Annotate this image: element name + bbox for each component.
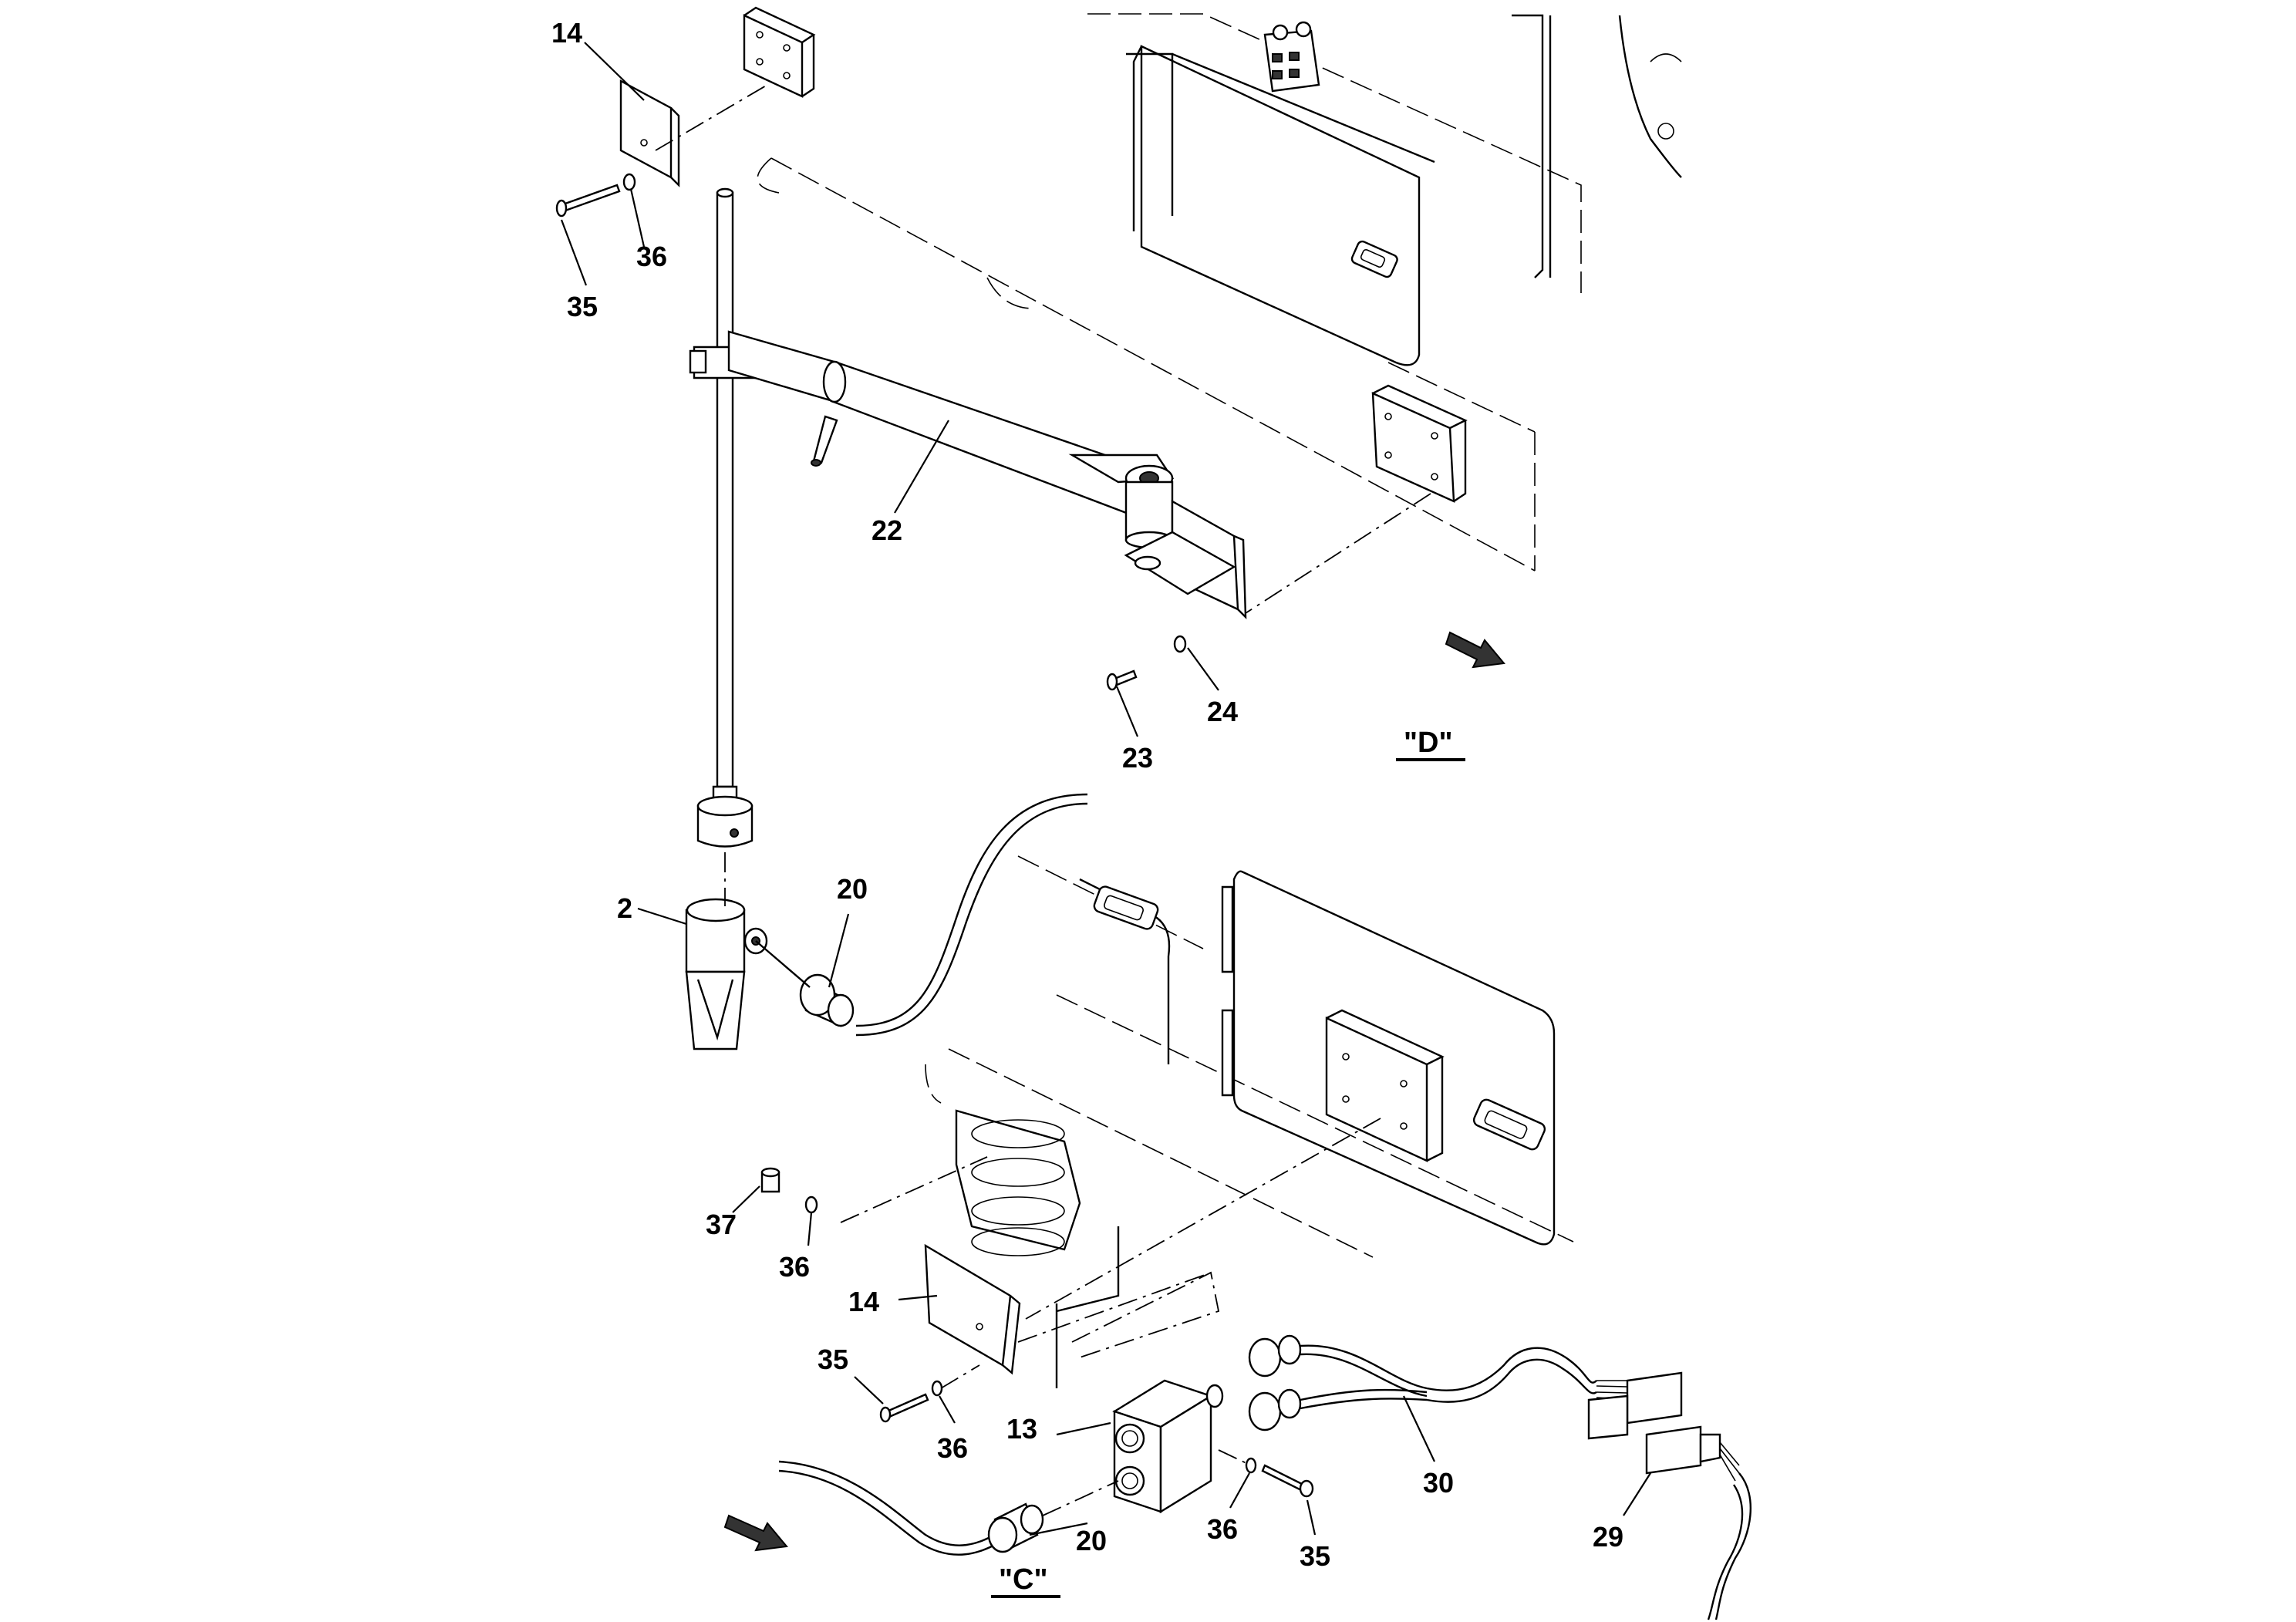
mount-bracket-top [743, 6, 816, 98]
assembly-line-low-4 [940, 1364, 980, 1389]
connector-block-top [1263, 21, 1320, 93]
mounting-plate-part-14-top [619, 79, 680, 187]
view-direction-arrow-icon [723, 1514, 788, 1552]
callout-24: 24 [1207, 696, 1238, 727]
callout-29: 29 [1593, 1521, 1623, 1553]
callout-36-top: 36 [636, 241, 667, 272]
side-panel-low [1221, 870, 1556, 1246]
view-c-assembly [723, 855, 1752, 1620]
washer-part-24 [1173, 635, 1187, 653]
callout-35-top: 35 [567, 291, 598, 322]
washer-part-36-mid [804, 1195, 818, 1214]
cable-part-20-low [778, 1460, 1044, 1556]
callout-20-low: 20 [1076, 1525, 1107, 1556]
mounting-plate-part-14-low [924, 1243, 1021, 1375]
callout-37: 37 [706, 1209, 737, 1240]
callout-35-low: 35 [818, 1344, 848, 1375]
assembly-line-top [655, 84, 768, 151]
screw-part-35-right [1261, 1464, 1314, 1498]
machine-body-phantom-top [757, 13, 1682, 572]
assembly-line-cable-low [1042, 1480, 1119, 1516]
callout-2: 2 [617, 892, 632, 924]
washer-part-36-top [622, 173, 636, 191]
view-labels: "D" "C" [991, 727, 1465, 1598]
view-label-d: "D" [1404, 727, 1452, 759]
callout-14-top: 14 [551, 17, 582, 49]
callout-36-right: 36 [1207, 1513, 1238, 1545]
sensor-part-2 [685, 898, 768, 1050]
plug-connector-part-29 [1587, 1371, 1752, 1620]
view-d-assembly [555, 6, 1682, 1050]
callout-22: 22 [872, 514, 902, 546]
callout-30: 30 [1423, 1467, 1454, 1499]
callout-36-low: 36 [937, 1432, 968, 1464]
view-direction-arrow-icon [1445, 631, 1505, 669]
assembly-line-arm [1245, 493, 1431, 614]
wall-plate-top-right [1371, 384, 1468, 503]
cable-harness-part-30 [1248, 1334, 1628, 1431]
assembly-line-low-3 [1071, 1271, 1220, 1358]
callout-leaders [560, 42, 1651, 1536]
view-label-c: "C" [999, 1563, 1047, 1596]
callout-36-mid: 36 [779, 1251, 810, 1283]
callout-23: 23 [1122, 742, 1153, 774]
washer-part-36-low [931, 1380, 943, 1397]
arm-wall-bracket [1124, 499, 1247, 619]
callout-35-right: 35 [1300, 1540, 1330, 1572]
screw-part-23 [1106, 669, 1138, 691]
cable-part-20-top [755, 793, 1088, 1037]
swing-arm-part-22 [727, 330, 1175, 549]
callout-14-low: 14 [848, 1286, 879, 1317]
junction-box-part-13 [1112, 1379, 1224, 1514]
callout-20-top: 20 [837, 873, 868, 905]
coil-cage [955, 1109, 1120, 1388]
callout-13: 13 [1006, 1413, 1037, 1445]
assembly-line-right [1218, 1449, 1249, 1465]
nut-part-37 [760, 1167, 781, 1193]
machine-body-phantom-low [925, 855, 1574, 1258]
callout-labels: 14 36 35 22 24 23 2 20 37 36 14 35 36 13… [551, 17, 1623, 1572]
vertical-pole [696, 187, 754, 848]
washer-part-36-right [1245, 1457, 1257, 1474]
side-panel-top [1132, 45, 1421, 366]
assembly-line-low-2 [1017, 1272, 1212, 1343]
mount-bracket-low [1325, 1009, 1445, 1162]
screw-part-35-top [555, 184, 621, 218]
assembly-line-mid [840, 1156, 988, 1223]
screw-part-35-low [879, 1393, 929, 1423]
assembly-line-low-1 [1025, 1118, 1381, 1320]
